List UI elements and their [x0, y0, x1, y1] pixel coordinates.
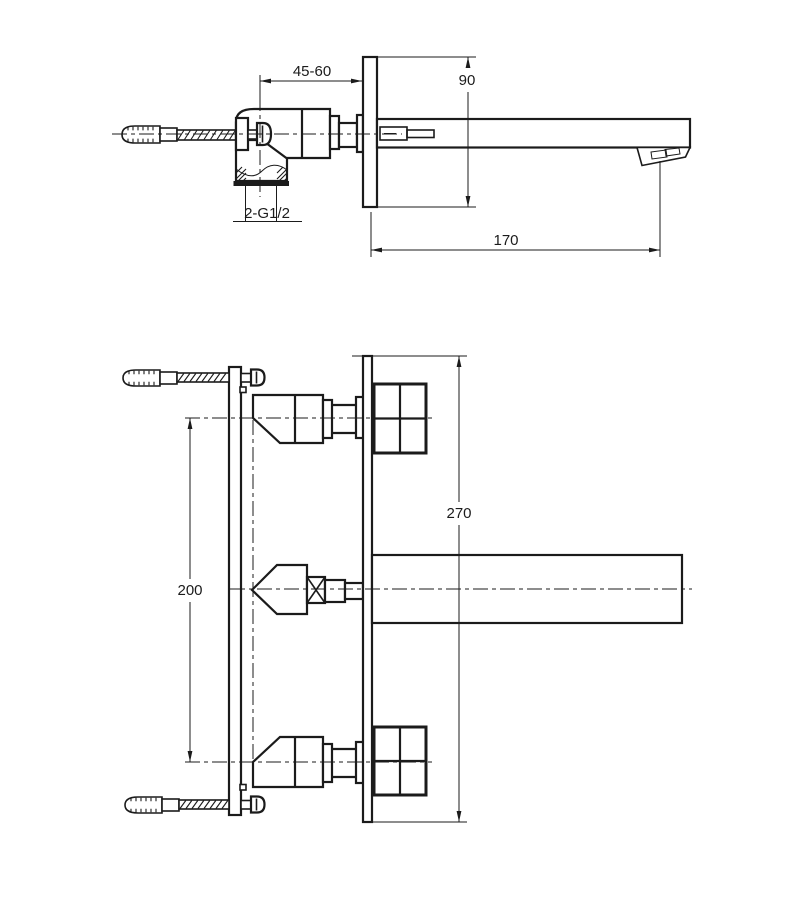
dimension-plate-height: 90	[377, 56, 476, 208]
bracket-clip-top	[239, 386, 247, 394]
port-face	[233, 181, 289, 186]
dim-thread-spec-label: 2-G1/2	[244, 205, 290, 222]
connector-neck	[337, 121, 359, 149]
dim-plate-length-label: 270	[446, 505, 471, 522]
dim-plate-height-label: 90	[459, 72, 476, 89]
side-view: 45-60 90 2-G1/2 170	[112, 55, 692, 257]
valve-top-flange	[321, 398, 334, 440]
bracket-clip-bottom	[239, 783, 247, 791]
side-view-centerlines	[112, 96, 402, 197]
dim-spout-reach-label: 170	[493, 232, 518, 249]
center-stem	[323, 578, 347, 604]
body-end-flange	[328, 114, 341, 151]
mounting-bracket	[227, 365, 247, 817]
spout-side	[375, 117, 692, 167]
plug-fins	[127, 126, 154, 143]
valve-top-body	[251, 393, 325, 445]
wall-plug-screw	[121, 125, 237, 144]
center-hub	[343, 581, 365, 601]
port-wall-hatch	[235, 166, 288, 182]
aerator-tip	[635, 146, 692, 167]
handle-bottom	[372, 725, 428, 797]
anchor-screw-top	[122, 368, 266, 387]
anchor-screw-bottom	[124, 795, 266, 814]
dim-mount-depth-label: 45-60	[293, 63, 331, 80]
thread-hatch	[177, 130, 236, 140]
dimension-mount-depth: 45-60	[259, 63, 362, 107]
valve-bottom-flange	[321, 742, 334, 784]
valve-body	[233, 107, 365, 186]
front-view-centerlines	[185, 417, 692, 763]
dimension-thread-spec: 2-G1/2	[233, 186, 302, 222]
dimension-valve-spacing: 200	[177, 418, 203, 762]
thread-port	[233, 164, 289, 186]
dimension-spout-reach: 170	[370, 161, 661, 257]
dim-valve-spacing-label: 200	[177, 582, 202, 599]
valve-body-outline	[234, 107, 332, 183]
spout-body	[375, 117, 692, 149]
wall-plate-side	[361, 55, 379, 209]
valve-top	[251, 393, 366, 445]
dimension-plate-length: 270	[352, 355, 472, 823]
valve-seat-cross	[306, 576, 326, 604]
front-view: 200 270	[122, 354, 692, 824]
